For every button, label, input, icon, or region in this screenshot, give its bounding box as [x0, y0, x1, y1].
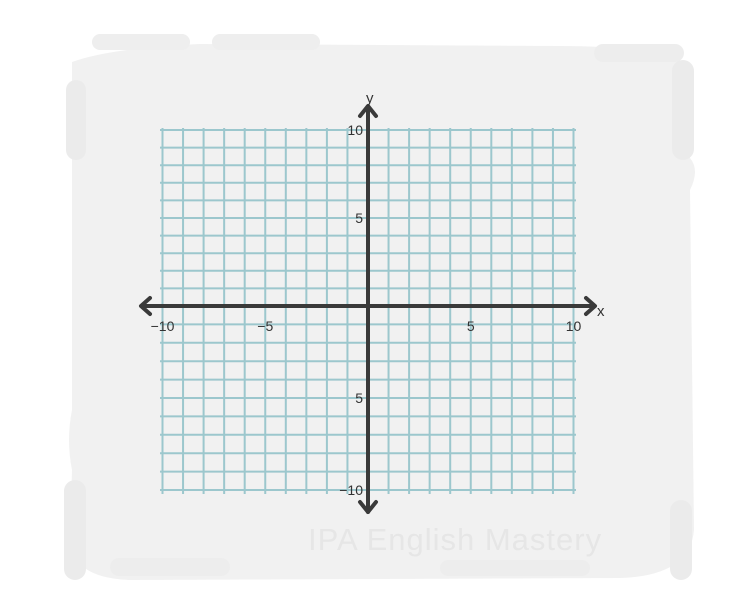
y-tick-label: 10 [347, 122, 363, 138]
y-tick-label: 5 [355, 390, 363, 406]
y-axis-up-arrow [358, 104, 378, 118]
x-axis-left-arrow [139, 296, 152, 316]
x-tick-label: 5 [467, 318, 475, 334]
y-tick-label: 5 [355, 210, 363, 226]
x-tick-label: 10 [566, 318, 582, 334]
axes [139, 104, 597, 514]
background-frame [64, 34, 695, 580]
y-axis-down-arrow [358, 500, 378, 514]
y-tick-label: −10 [339, 482, 363, 498]
watermark-text: IPA English Mastery [308, 522, 602, 557]
tick-labels: x y −10 −5 5 10 10 5 5 −10 [151, 90, 605, 498]
x-axis-label: x [597, 303, 605, 320]
x-tick-label: −5 [257, 318, 273, 334]
x-tick-label: −10 [151, 318, 175, 334]
grid-lines [160, 128, 576, 494]
x-axis-right-arrow [584, 296, 597, 316]
y-axis-label: y [366, 90, 374, 107]
